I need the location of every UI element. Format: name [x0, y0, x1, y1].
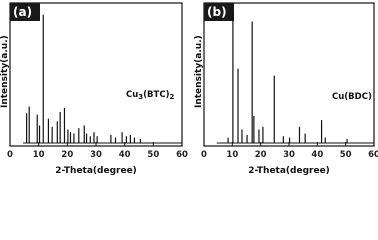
- panel-b-xtick-label-4: 40: [311, 150, 323, 160]
- panel-b: (b) Intensity(a.u.) Cu(BDC) 0 10 20 30 40 50 6…: [194, 2, 378, 176]
- panel-a-tag: (a): [13, 5, 32, 19]
- panel-a-annotation-text: Cu3(BTC)2: [126, 90, 174, 101]
- panel-b-xtick-label-1: 10: [226, 150, 238, 160]
- panel-b-xlabel: 2-Theta(degree): [248, 166, 330, 176]
- panel-b-xtick-label-5: 50: [340, 150, 352, 160]
- panel-a-xtick-label-2: 20: [61, 150, 73, 160]
- panel-b-xticks: 0 10 20 30 40 50 60: [201, 142, 378, 160]
- panel-a-xtick-label-1: 10: [33, 150, 45, 160]
- panel-b-xtick-label-2: 20: [255, 150, 267, 160]
- panel-a-xtick-label-3: 30: [90, 150, 102, 160]
- panel-a-xticks: 0 10 20 30 40 50 60: [7, 142, 188, 160]
- panel-a-frame: [9, 2, 183, 147]
- panel-a-xtick-label-5: 50: [147, 150, 159, 160]
- panel-b-tag-bg: [204, 3, 234, 21]
- panel-b-xtick-label-6: 60: [368, 150, 378, 160]
- panel-a-xtick-label-4: 40: [119, 150, 131, 160]
- panel-b-xtick-label-0: 0: [201, 150, 207, 160]
- xrd-figure: (a) Intensity(a.u.) Cu3(BTC)2 0 10 20 30 40 5…: [0, 2, 378, 176]
- panel-a-xtick-label-0: 0: [7, 150, 13, 160]
- panel-a-annotation: Cu3(BTC)2: [126, 90, 174, 101]
- panel-a-tag-bg: [10, 3, 40, 21]
- panel-b-peaks: [216, 12, 374, 144]
- panel-b-annotation: Cu(BDC): [332, 92, 372, 102]
- panel-a-xlabel: 2-Theta(degree): [55, 166, 137, 176]
- panel-a: (a) Intensity(a.u.) Cu3(BTC)2 0 10 20 30 40 5…: [0, 2, 188, 176]
- panel-b-frame: [203, 2, 375, 147]
- panel-b-tag: (b): [207, 5, 227, 19]
- panel-a-xtick-label-6: 60: [176, 150, 188, 160]
- panel-a-ylabel: Intensity(a.u.): [0, 35, 10, 108]
- panel-b-xtick-label-3: 30: [283, 150, 295, 160]
- panel-a-peaks: [22, 14, 182, 144]
- panel-b-ylabel: Intensity(a.u.): [194, 35, 204, 108]
